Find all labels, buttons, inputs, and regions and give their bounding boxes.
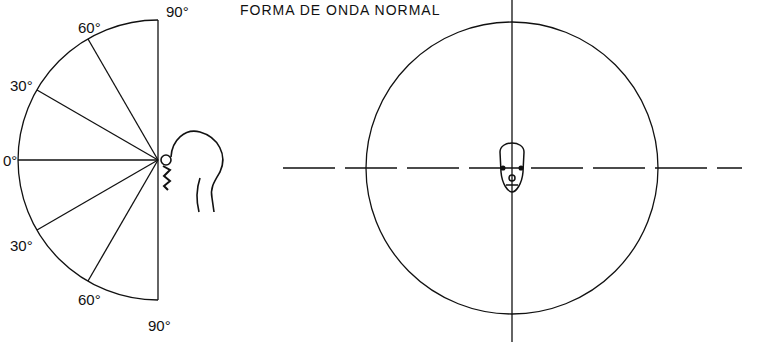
radial-line: [88, 39, 158, 160]
angle-label: 90°: [148, 318, 171, 333]
angle-label: 0°: [3, 153, 17, 168]
axis-line: [511, 0, 512, 342]
axis-line: [283, 167, 742, 168]
angle-label: 60°: [78, 292, 101, 307]
diagram-title: FORMA DE ONDA NORMAL: [240, 3, 440, 17]
angle-label: 90°: [166, 4, 189, 19]
radial-line: [88, 160, 158, 281]
radial-line: [18, 159, 158, 160]
angle-label: 30°: [10, 238, 33, 253]
radial-line: [37, 160, 158, 230]
angle-label: 60°: [78, 20, 101, 35]
head-profile: [161, 131, 223, 212]
head-front: [500, 143, 524, 192]
semicircle: [18, 20, 158, 300]
radial-line: [37, 90, 158, 160]
angle-label: 30°: [10, 78, 33, 93]
